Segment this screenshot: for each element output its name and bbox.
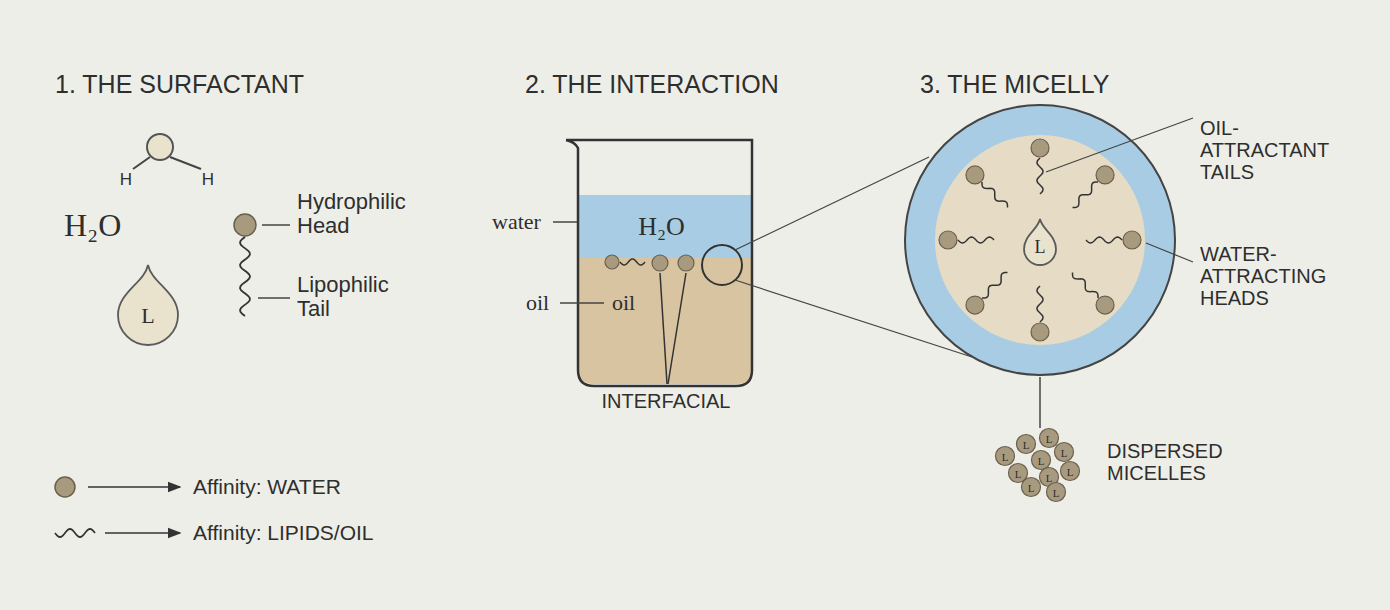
legend-arrow <box>88 486 180 488</box>
micelle-surfactants <box>939 139 1141 341</box>
lipophilic-tail <box>982 273 1007 298</box>
panel-heading: 2. THE INTERACTION <box>525 71 779 99</box>
part-label: oil <box>526 291 549 315</box>
oil-layer: oil <box>579 258 751 384</box>
droplet-shape <box>1024 219 1056 265</box>
micelle-dot <box>1055 443 1074 462</box>
surfactant-head <box>966 296 984 314</box>
bond-line <box>170 157 201 169</box>
surfactant-head <box>652 255 668 271</box>
micelle-letter: L <box>1028 481 1035 493</box>
legend-text: Affinity: LIPIDS/OIL <box>193 521 374 544</box>
lipid-droplet: L <box>118 265 178 345</box>
micelle-letter: L <box>1046 432 1053 444</box>
beaker-outline <box>566 140 752 386</box>
node-label: L <box>1035 239 1046 259</box>
zoom-line <box>735 157 929 250</box>
bond-line <box>133 157 150 169</box>
lipophilic-tail <box>982 182 1007 207</box>
micelle-letter: L <box>1067 465 1074 477</box>
micelle-letter: L <box>1038 454 1045 466</box>
lipophilic-tail <box>1037 158 1043 194</box>
part-label: OIL- ATTRACTANT TAILS <box>1200 117 1330 183</box>
leader-line <box>668 273 686 384</box>
lipophilic-tail <box>958 237 994 243</box>
dispersed-micelles <box>996 429 1080 502</box>
water-layer <box>579 195 751 258</box>
surfactant-head <box>1096 296 1114 314</box>
lipophilic-tail <box>55 529 95 537</box>
lipophilic-tail <box>1073 273 1098 298</box>
micelle-letter: L <box>1002 450 1009 462</box>
micelle-dot <box>1040 429 1059 448</box>
lipid-droplet: L <box>1024 219 1056 265</box>
head-sample <box>55 477 75 497</box>
part-label: Hydrophilic Head <box>297 190 427 238</box>
lipophilic-tail <box>1037 286 1043 322</box>
leader-line <box>1046 118 1193 172</box>
leader-line <box>258 297 290 299</box>
surfactant-head <box>678 255 694 271</box>
legend-text: Affinity: WATER <box>193 475 341 498</box>
hydrophilic-head <box>234 214 256 236</box>
surfactant-head <box>1096 166 1114 184</box>
water-layer: H₂O <box>579 195 751 258</box>
micelle-letter: L <box>1061 446 1068 458</box>
surfactant-head <box>1031 323 1049 341</box>
micelle-dot <box>1061 462 1080 481</box>
micelle-dot <box>996 447 1015 466</box>
oil-layer <box>579 258 751 384</box>
legend-arrow <box>105 532 180 534</box>
atom-label: H <box>202 171 214 190</box>
micelle-letter: L <box>1023 438 1030 450</box>
surfactant-head <box>1123 231 1141 249</box>
leader-line <box>262 224 290 226</box>
leader-line <box>1146 243 1193 262</box>
leader-line <box>553 221 577 223</box>
part-label: Lipophilic Tail <box>297 273 427 321</box>
formula-label: H₂O <box>64 208 121 243</box>
leader-line <box>560 302 604 304</box>
panel-heading: 3. THE MICELLY <box>920 71 1109 99</box>
lipophilic-tail <box>620 259 645 265</box>
micelle-letter: L <box>1053 486 1060 498</box>
micelle-dot <box>1022 478 1041 497</box>
surfactant-head <box>939 231 957 249</box>
node-label: L <box>141 304 154 328</box>
micelle-dot <box>1032 451 1051 470</box>
part-label: water <box>492 210 541 234</box>
surfactant-head <box>1031 139 1049 157</box>
micelle-core <box>935 135 1145 345</box>
micelle-dot <box>1047 483 1066 502</box>
lipophilic-tail <box>240 237 250 316</box>
tail-strokes <box>55 158 1122 537</box>
lipophilic-tail <box>1073 182 1098 207</box>
oxygen-atom <box>147 134 173 160</box>
panel-heading: 1. THE SURFACTANT <box>55 71 304 99</box>
surfactant-head <box>966 166 984 184</box>
leader-line <box>660 273 667 384</box>
droplet-shape <box>118 265 178 345</box>
part-label: DISPERSED MICELLES <box>1107 440 1237 484</box>
micelle-letter: L <box>1015 467 1022 479</box>
surfactant-head <box>605 255 619 269</box>
node-label: H₂O <box>638 212 685 241</box>
lipophilic-tail <box>1086 237 1122 243</box>
micelle-dot <box>1017 435 1036 454</box>
leader-line <box>1039 377 1041 428</box>
node-label: oil <box>612 291 635 315</box>
micelle-letter: L <box>1046 471 1053 483</box>
part-label: WATER- ATTRACTING HEADS <box>1200 243 1330 309</box>
atom-label: H <box>120 171 132 190</box>
part-label: INTERFACIAL <box>602 390 731 412</box>
magnifier-circle <box>702 245 742 285</box>
micelle-outer <box>905 105 1175 375</box>
